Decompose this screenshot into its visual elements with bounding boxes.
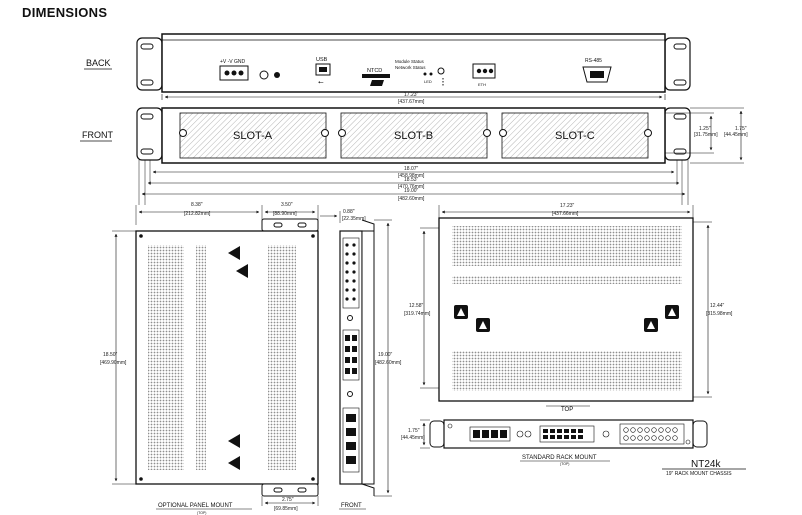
dim-top-w: 17.23" (560, 203, 575, 209)
dim-front-w2: 18.53" (404, 177, 419, 183)
rack-mount-label: STANDARD RACK MOUNT (522, 455, 597, 461)
front-side-label: FRONT (341, 503, 362, 509)
dim-panel-w1: 8.38" (191, 202, 203, 208)
dim-panel-bottom: 2.75" (282, 497, 294, 503)
rack-mount-sub: (TOP) (560, 462, 569, 466)
slot-a (179, 112, 327, 159)
slot-a-label: SLOT-A (233, 130, 273, 142)
dim-side-w: 0.88" (343, 209, 355, 215)
top-vent-2 (452, 351, 682, 391)
svg-text:ETH: ETH (478, 82, 486, 87)
dim-front-w3-mm: [482.60mm] (398, 196, 425, 202)
back-label: BACK (86, 58, 111, 68)
dim-front-w2-mm: [470.76mm] (398, 184, 425, 190)
page-title: DIMENSIONS (22, 5, 108, 20)
warning-icon (228, 246, 240, 260)
dim-panel-w2-mm: [88.90mm] (273, 211, 297, 217)
dim-top-h2-mm: [315.98mm] (706, 311, 733, 317)
dim-top-h2: 12.44" (710, 303, 725, 309)
serial-label: RS-485 (585, 58, 602, 64)
dim-front-w1: 18.07" (404, 166, 419, 172)
ntcd-slot (362, 74, 390, 78)
dim-front-h-inner-mm: [31.75mm] (694, 132, 718, 138)
dim-front-h-outer-mm: [44.45mm] (724, 132, 748, 138)
dim-top-w-mm: [437.66mm] (552, 211, 579, 217)
dim-side-h: 19.00" (378, 352, 393, 358)
slot-c-label: SLOT-C (555, 130, 595, 142)
slot-b-label: SLOT-B (394, 130, 433, 142)
front-side-view: 0.88" [22.35mm] (320, 209, 402, 510)
back-view: BACK +V -V GND USB ⭠ NTCD Module Status … (84, 33, 691, 105)
optional-panel-mount-view: 8.38" [212.82mm] 3.50" [88.90mm] 2.75" [… (100, 202, 319, 515)
dim-rack-h-mm: [44.45mm] (401, 435, 425, 441)
dim-panel-bottom-mm: [69.85mm] (274, 506, 298, 512)
top-view: 17.23" [437.66mm] 12.58" [319.74mm] 12.4… (404, 203, 733, 413)
panel-vent-1 (148, 245, 184, 470)
power-connector-label: +V -V GND (220, 59, 246, 65)
dim-rack-h: 1.75" (408, 428, 420, 434)
panel-mount-sub: (TOP) (197, 511, 206, 515)
dim-front-h-inner: 1.25" (699, 126, 711, 132)
dim-back-width-mm: [437.67mm] (398, 99, 425, 105)
status-label-2: Network Status (395, 65, 426, 70)
ntcd-label: NTCD (367, 68, 382, 74)
dim-top-h1: 12.58" (409, 303, 424, 309)
dim-front-w3: 19.00" (404, 188, 419, 194)
product-name: NT24k (691, 459, 721, 470)
svg-text:⭠: ⭠ (318, 79, 324, 86)
dim-panel-w2: 3.50" (281, 202, 293, 208)
dim-front-h-outer: 1.75" (735, 126, 747, 132)
dim-top-h1-mm: [319.74mm] (404, 311, 431, 317)
slot-c (501, 112, 649, 159)
front-label: FRONT (82, 130, 113, 140)
top-label: TOP (561, 407, 573, 413)
dim-panel-w1-mm: [212.82mm] (184, 211, 211, 217)
dim-front-w1-mm: [458.98mm] (398, 173, 425, 179)
dim-back-width: 17.23" (404, 92, 419, 98)
dim-side-w-mm: [22.35mm] (342, 216, 366, 222)
standard-rack-mount-view: 1.75" [44.45mm] STANDARD RACK MOUNT (TOP… (401, 419, 746, 477)
dim-panel-h-mm: [469.90mm] (100, 360, 127, 366)
product-subtitle: 19" RACK MOUNT CHASSIS (666, 471, 732, 477)
status-label-1: Module Status (395, 59, 425, 64)
top-vent-1 (452, 226, 682, 266)
dim-side-h-mm: [482.60mm] (375, 360, 402, 366)
usb-label: USB (316, 57, 328, 63)
front-view: FRONT SLOT-A SLOT-B SLOT-C 1.25" [31.75m… (80, 107, 748, 205)
panel-mount-label: OPTIONAL PANEL MOUNT (158, 503, 233, 509)
panel-vent-2 (268, 245, 296, 470)
dim-panel-h: 18.50" (103, 352, 118, 358)
back-chassis (161, 33, 666, 93)
svg-text:LED: LED (424, 79, 432, 84)
